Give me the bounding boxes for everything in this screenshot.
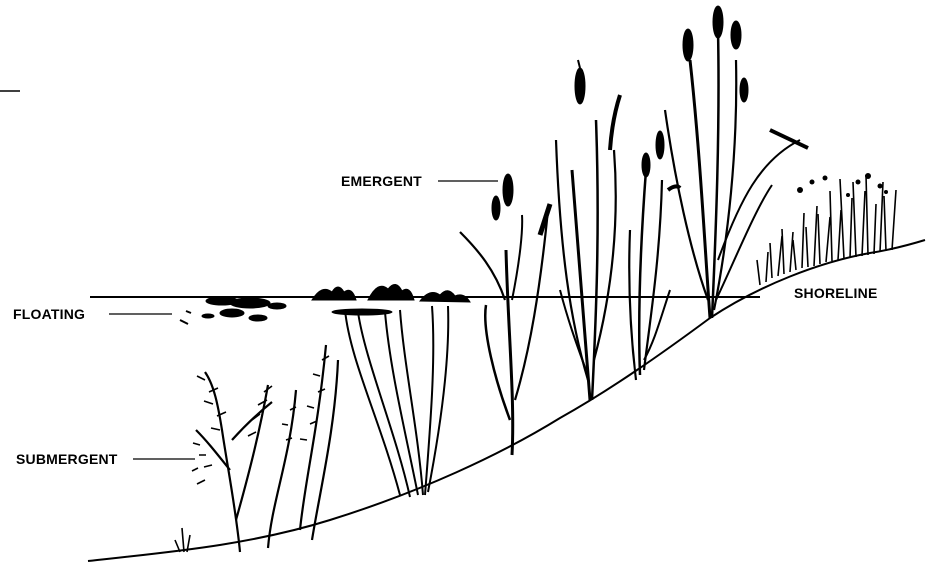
shoreline-grasses bbox=[757, 173, 896, 285]
submergent-label: SUBMERGENT bbox=[16, 452, 118, 466]
floating-label: FLOATING bbox=[13, 307, 85, 321]
shoreline-label: SHORELINE bbox=[794, 286, 877, 300]
emergent-plants bbox=[460, 6, 808, 455]
submergent-plants bbox=[175, 345, 338, 552]
emergent-label: EMERGENT bbox=[341, 174, 422, 188]
